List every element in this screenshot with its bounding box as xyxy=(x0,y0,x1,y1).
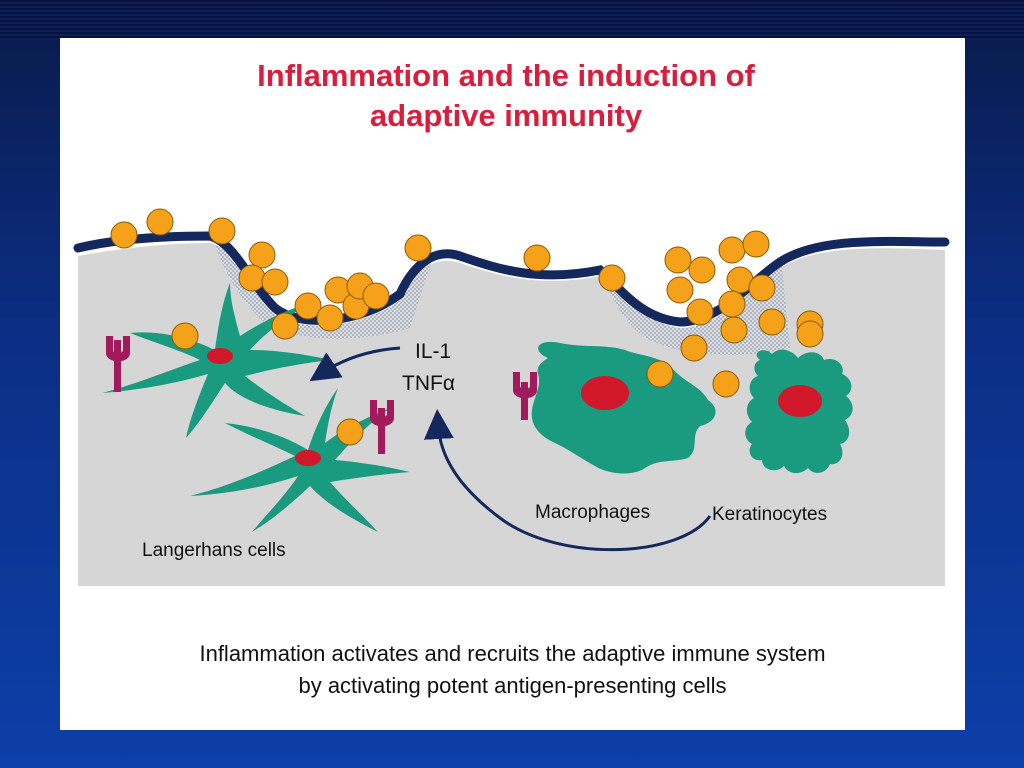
slide-caption: Inflammation activates and recruits the … xyxy=(60,638,965,702)
label-macrophages: Macrophages xyxy=(535,502,650,523)
label-keratinocytes: Keratinocytes xyxy=(712,504,827,525)
inflammation-diagram: IL-1 TNFα Macrophages Keratinocytes Lang… xyxy=(73,208,950,586)
skin-surface xyxy=(73,231,950,327)
slide-panel: Inflammation and the induction of adapti… xyxy=(60,38,965,730)
keratinocyte-cell xyxy=(745,349,853,474)
background-stripes xyxy=(0,0,1024,40)
particles xyxy=(110,208,824,446)
cytokine-arrow-left xyxy=(309,346,401,382)
label-tnf: TNFα xyxy=(402,372,455,395)
title-line-2: adaptive immunity xyxy=(369,98,643,133)
label-langerhans: Langerhans cells xyxy=(142,540,286,561)
title-line-1: Inflammation and the induction of xyxy=(257,58,755,93)
inflamed-zone-left xyxy=(215,245,432,339)
langerhans-cell-2 xyxy=(190,388,410,532)
receptor-middle xyxy=(370,400,394,454)
receptor-macrophage xyxy=(513,372,537,420)
caption-line-2: by activating potent antigen-presenting … xyxy=(298,673,727,698)
receptor-left xyxy=(106,336,130,392)
label-il1: IL-1 xyxy=(415,340,451,363)
caption-line-1: Inflammation activates and recruits the … xyxy=(199,641,826,666)
cytokine-arrow-return xyxy=(423,409,712,552)
